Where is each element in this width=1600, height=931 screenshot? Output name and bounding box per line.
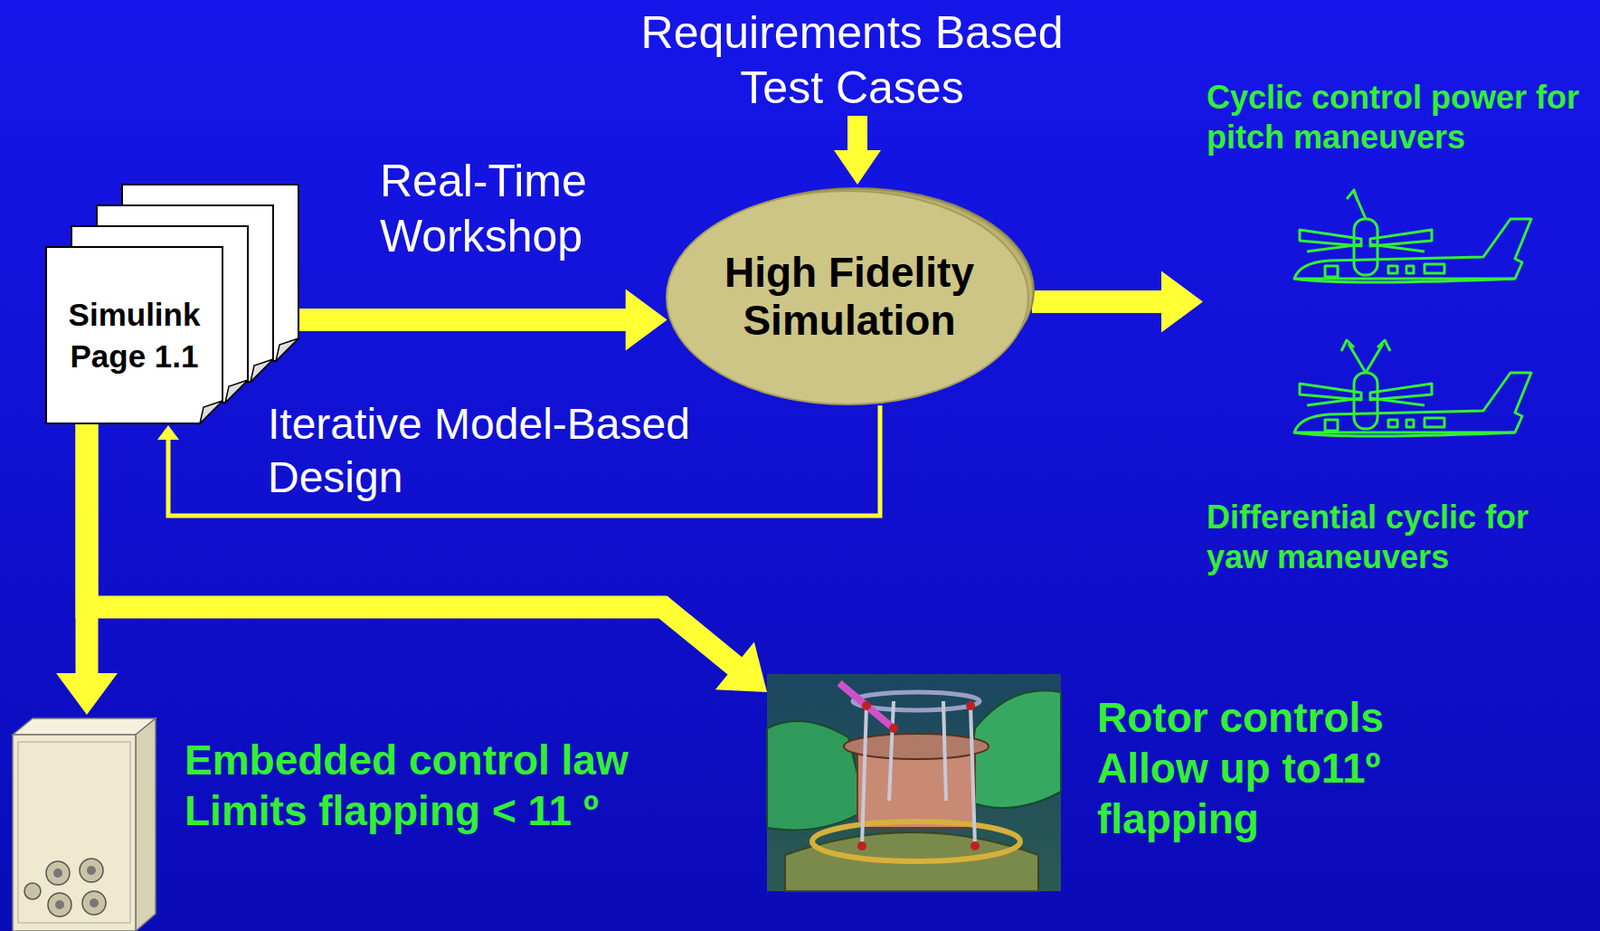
- node-text: Differential cyclic for yaw maneuvers: [1206, 497, 1596, 578]
- arrow-shaft: [1031, 290, 1164, 313]
- arrow-head: [1161, 271, 1203, 333]
- flow-arrow: [1031, 271, 1203, 333]
- arrow-shaft: [86, 423, 737, 667]
- arrow-head: [715, 642, 767, 692]
- edge-label: Real-Time Workshop: [379, 153, 679, 265]
- arrow-head: [157, 425, 180, 440]
- node-text: High Fidelity Simulation: [686, 248, 1013, 345]
- document-page: Simulink Page 1.1: [46, 246, 223, 424]
- arrow-head: [56, 672, 118, 715]
- node-text: Cyclic control power for pitch maneuvers: [1206, 77, 1596, 158]
- arrow-head: [625, 289, 668, 351]
- aircraft-maneuvers: Cyclic control power for pitch maneuvers…: [1202, 72, 1597, 583]
- tiltrotor-yaw-figure: [1288, 334, 1543, 453]
- flow-arrow: [86, 423, 767, 692]
- rotor-controls-model: [766, 673, 1061, 891]
- simulation-ellipse: High Fidelity Simulation: [662, 185, 1036, 408]
- embedded-computer: Embedded control law Limits flapping < 1…: [5, 714, 702, 931]
- edge-label: Iterative Model-Based Design: [267, 397, 811, 504]
- tiltrotor-pitch-figure: [1288, 198, 1543, 299]
- node-text: Rotor controls Allow up to11º flapping: [1097, 691, 1459, 844]
- node-text: Simulink Page 1.1: [46, 293, 223, 377]
- rotor-controls: Rotor controls Allow up to11º flapping: [766, 673, 1595, 896]
- flight-computer-box: [5, 714, 161, 931]
- test-cases-label: Requirements Based Test Cases: [598, 5, 1106, 116]
- node-text: Embedded control law Limits flapping < 1…: [184, 734, 696, 836]
- requirements-arrow: [833, 115, 881, 185]
